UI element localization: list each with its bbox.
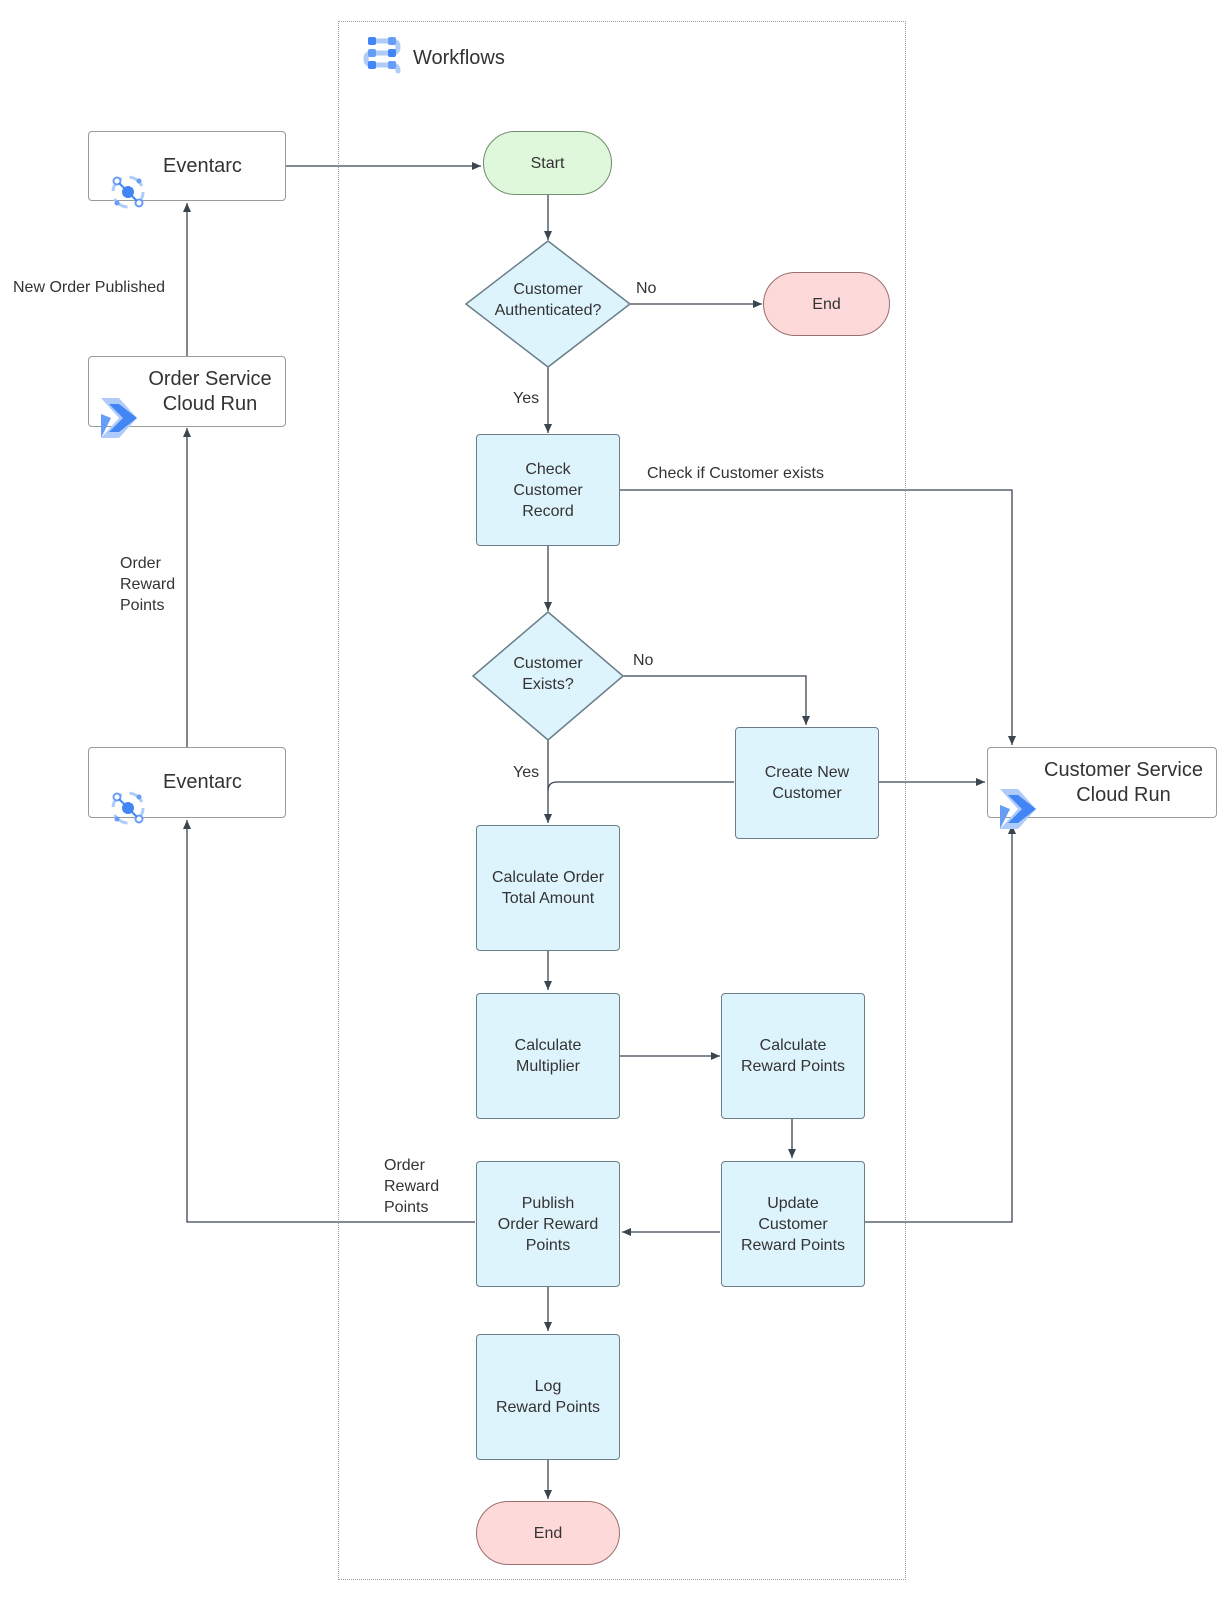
customer-service-node[interactable]: Customer Service Cloud Run (987, 747, 1217, 829)
calculate-order-total-node[interactable]: Calculate Order Total Amount (476, 825, 620, 951)
eventarc-icon (107, 146, 149, 220)
decision-exists-shape (471, 611, 625, 741)
decision-customer-exists[interactable]: Customer Exists? (513, 655, 583, 693)
eventarc-top-label: Eventarc (163, 155, 242, 177)
log-reward-points-node[interactable]: Log Reward Points (476, 1334, 620, 1460)
calculate-reward-points-node[interactable]: Calculate Reward Points (721, 993, 865, 1119)
calculate-multiplier-node[interactable]: Calculate Multiplier (476, 993, 620, 1119)
publish-order-reward-points-node[interactable]: Publish Order Reward Points (476, 1161, 620, 1287)
decision-authenticated-shape (464, 240, 632, 368)
check-customer-record-node[interactable]: Check Customer Record (476, 434, 620, 546)
eventarc-bottom-label: Eventarc (163, 771, 242, 793)
label-order-reward-points-publish: Order Reward Points (384, 1157, 440, 1216)
end-top-node[interactable]: End (763, 272, 890, 336)
edge-check-to-customer-service (620, 489, 1016, 745)
label-auth-yes: Yes (513, 390, 540, 407)
edge-publish-to-eventarc (183, 820, 475, 1223)
cloud-run-icon (996, 760, 1042, 840)
end-bottom-node[interactable]: End (476, 1501, 620, 1565)
workflows-icon (360, 33, 404, 77)
label-exists-no: No (633, 652, 654, 669)
order-service-label: Order Service Cloud Run (148, 368, 272, 415)
customer-service-label: Customer Service Cloud Run (1044, 759, 1203, 806)
label-auth-no: No (636, 280, 657, 297)
edge-create-to-calc (547, 781, 734, 792)
order-service-node[interactable]: Order Service Cloud Run (88, 356, 286, 438)
edge-update-to-customer-service (865, 825, 1016, 1223)
eventarc-icon (107, 762, 149, 836)
edge-exists-no-to-create (623, 675, 810, 725)
eventarc-bottom-node[interactable]: Eventarc (88, 747, 286, 825)
decision-customer-authenticated[interactable]: Customer Authenticated? (494, 281, 602, 319)
start-node[interactable]: Start (483, 131, 612, 195)
cloud-run-icon (97, 369, 143, 449)
label-new-order-published: New Order Published (13, 279, 166, 296)
create-new-customer-node[interactable]: Create New Customer (735, 727, 879, 839)
eventarc-top-node[interactable]: Eventarc (88, 131, 286, 209)
update-customer-reward-points-node[interactable]: Update Customer Reward Points (721, 1161, 865, 1287)
workflows-group-frame (338, 21, 906, 1580)
label-check-if-customer-exists: Check if Customer exists (647, 465, 824, 482)
label-order-reward-points-left: Order Reward Points (120, 555, 176, 614)
label-exists-yes: Yes (513, 764, 540, 781)
workflows-group-title: Workflows (413, 47, 505, 69)
